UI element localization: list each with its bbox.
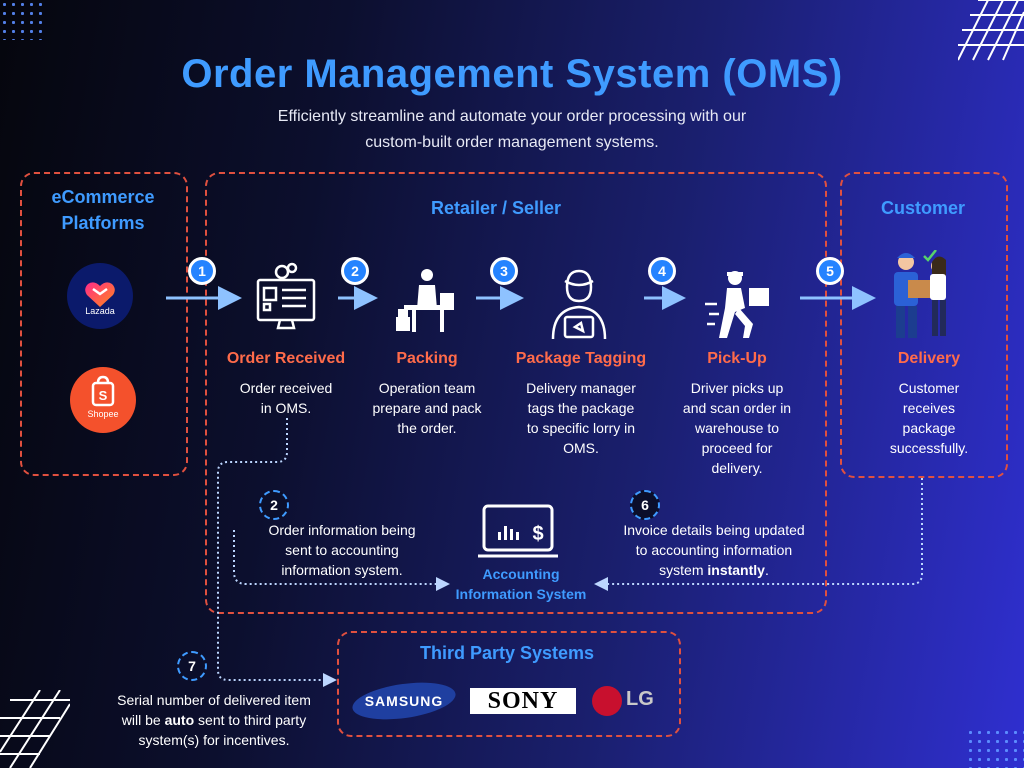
customer-title: Customer [880,198,965,218]
step-3-badge: 3 [490,257,518,285]
step-5-desc-line: successfully. [889,440,969,456]
note-6-line: to accounting information [635,542,793,558]
delivery-people-icon [894,250,946,338]
note-7-badge: 7 [177,651,207,681]
step-4-description: Driver picks up and scan order in wareho… [670,378,804,478]
retailer-seller-box [205,172,827,614]
order-received-monitor-icon [256,262,316,330]
note-2-line: information system. [281,562,403,578]
step-1-desc-line: Order received [239,380,333,396]
decorative-dots-top-left [0,0,48,40]
lazada-label: Lazada [85,306,115,316]
note-7-line: Serial number of delivered item [117,692,311,708]
sony-logo-text: SONY [487,688,559,714]
customer-box [840,172,1008,478]
lazada-logo[interactable]: Lazada [67,263,133,329]
retailer-seller-title: Retailer / Seller [430,198,562,218]
step-2-description: Operation team prepare and pack the orde… [357,378,497,438]
step-2-desc-line: the order. [397,420,457,436]
accounting-label: Accounting Information System [440,564,602,604]
lg-logo[interactable]: LG [592,684,662,718]
note-2-line: sent to accounting [285,542,399,558]
note-6-line-pre: system [659,562,708,578]
decorative-grid-bottom-left [0,690,70,768]
lazada-heart-icon [85,282,115,307]
page-title: Order Management System (OMS) [181,52,843,96]
subtitle-line-1: Efficiently streamline and automate your… [277,108,747,125]
dollar-sign-icon: $ [532,523,543,545]
ecommerce-platforms-box [20,172,188,476]
samsung-logo[interactable]: SAMSUNG [350,676,458,726]
step-5-desc-line: package [902,420,956,436]
step-3-title: Package Tagging [515,350,647,367]
shopee-logo[interactable]: S Shopee [70,367,136,433]
step-4-desc-line: proceed for [701,440,773,456]
page-subtitle: Efficiently streamline and automate your… [212,104,812,156]
decorative-dots-bottom-right [966,728,1024,768]
step-3-desc-line: OMS. [563,440,599,456]
samsung-logo-text: SAMSUNG [364,693,444,709]
step-5-description: Customer receives package successfully. [862,378,996,458]
step-5-badge: 5 [816,257,844,285]
ecommerce-platforms-title: eCommerce Platforms [22,184,184,236]
package-tagging-person-icon [551,269,607,340]
svg-text:S: S [99,388,108,403]
step-4-title: Pick-Up [707,350,767,367]
note-7-line-pre: will be [121,712,165,728]
note-6-text: Invoice details being updated to account… [604,520,824,580]
note-6-badge: 6 [630,490,660,520]
note-6-line: system instantly. [604,560,824,580]
step-2-desc-line: Operation team [378,380,476,396]
sony-logo[interactable]: SONY [470,688,576,714]
note-6-line-bold: instantly [707,562,765,578]
step-4-badge: 4 [648,257,676,285]
ecommerce-title-line-1: eCommerce [51,187,155,207]
note-7-text: Serial number of delivered item will be … [100,690,328,750]
step-4-desc-line: and scan order in [682,400,792,416]
decorative-grid-top-right [958,0,1024,61]
shopee-label: Shopee [87,409,119,419]
step-1-badge: 1 [188,257,216,285]
lg-logo-text: LG [626,688,654,710]
shopee-bag-icon: S [91,375,115,407]
accounting-label-line-1: Accounting [482,566,560,582]
step-5-desc-line: receives [902,400,956,416]
note-7-line-bold: auto [164,712,195,728]
note-6-line: Invoice details being updated [623,522,805,538]
ecommerce-title-line-2: Platforms [61,213,145,233]
step-5-desc-line: Customer [898,380,960,396]
note-7-line-post: sent to third party [194,712,307,728]
accounting-label-line-2: Information System [455,586,587,602]
note-7-line: system(s) for incentives. [138,732,290,748]
third-party-systems-box [337,631,681,737]
note-6-line-post: . [764,562,769,578]
note-7-line: will be auto sent to third party [100,710,328,730]
note-2-text: Order information being sent to accounti… [244,520,440,580]
step-4-desc-line: warehouse to [694,420,780,436]
step-2-badge: 2 [341,257,369,285]
step-1-desc-line: in OMS. [260,400,312,416]
step-1-title: Order Received [226,350,346,367]
step-3-desc-line: to specific lorry in [526,420,636,436]
subtitle-line-2: custom-built order management systems. [365,134,659,151]
step-4-desc-line: Driver picks up [690,380,784,396]
step-3-desc-line: Delivery manager [526,380,636,396]
packing-worker-icon [396,269,454,332]
step-5-title: Delivery [897,350,961,367]
accounting-laptop-icon: $ [478,504,558,558]
step-2-title: Packing [396,350,458,367]
lg-logo-circle-icon [592,686,622,716]
pick-up-driver-icon [705,271,769,338]
note-2-badge: 2 [259,490,289,520]
step-4-desc-line: delivery. [711,460,763,476]
third-party-systems-title: Third Party Systems [419,643,595,663]
step-2-desc-line: prepare and pack [372,400,482,416]
step-1-description: Order received in OMS. [205,378,367,418]
step-3-desc-line: tags the package [527,400,635,416]
step-3-description: Delivery manager tags the package to spe… [505,378,657,458]
note-2-line: Order information being [268,522,416,538]
